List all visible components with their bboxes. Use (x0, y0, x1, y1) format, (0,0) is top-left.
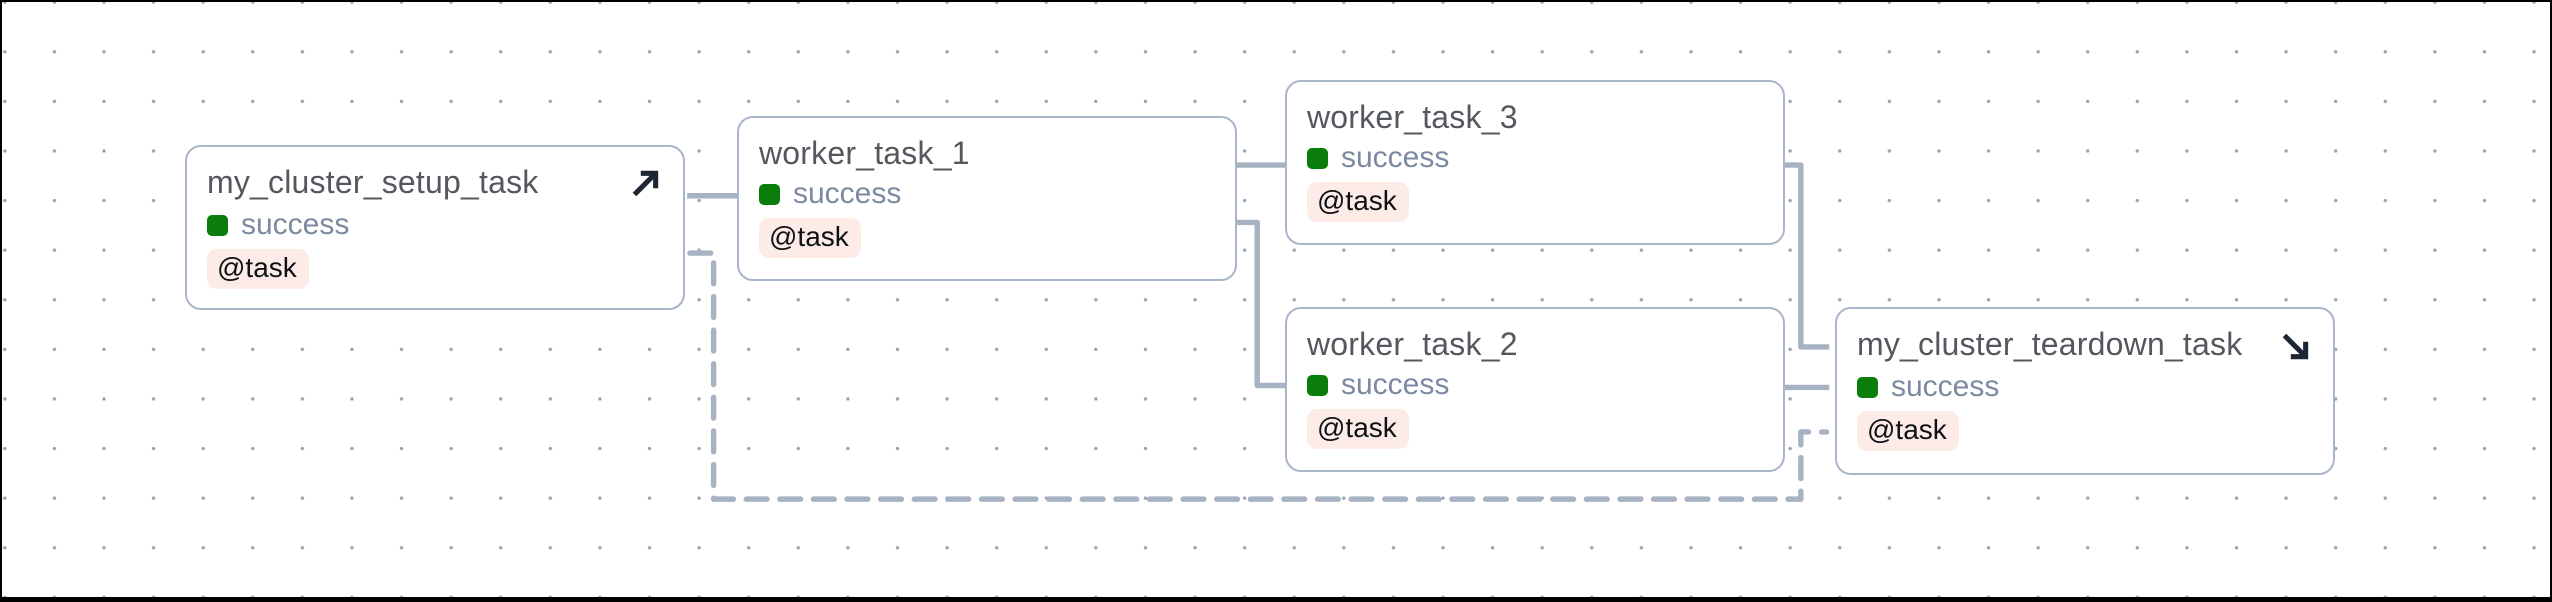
task-state-row: success (759, 177, 1215, 210)
task-node-worker_task_3[interactable]: worker_task_3 success @task (1285, 80, 1785, 245)
edge-my_cluster_setup_task-to-my_cluster_teardown_task (687, 250, 1830, 502)
task-badge-row: @task (207, 249, 663, 289)
success-state-square (759, 183, 780, 205)
success-state-square (1857, 376, 1878, 398)
task-state-row: success (1307, 141, 1763, 174)
task-state-row: success (1857, 370, 2313, 403)
task-decorator-badge: @task (1307, 182, 1409, 222)
task-title-row: my_cluster_setup_task (207, 164, 663, 202)
task-state-label: success (1891, 370, 2000, 403)
task-state-label: success (1341, 141, 1450, 174)
task-badge-row: @task (1857, 411, 2313, 451)
task-decorator-badge: @task (207, 249, 309, 289)
edge-worker_task_1-to-worker_task_2 (1232, 219, 1286, 389)
success-state-square (1307, 147, 1328, 169)
task-state-row: success (1307, 368, 1763, 401)
task-badge-row: @task (1307, 182, 1763, 222)
task-node-worker_task_1[interactable]: worker_task_1 success @task (737, 116, 1237, 281)
task-badge-row: @task (759, 218, 1215, 258)
task-state-label: success (793, 177, 902, 210)
task-title-row: worker_task_1 (759, 135, 1215, 171)
task-state-row: success (207, 208, 663, 241)
task-badge-row: @task (1307, 409, 1763, 449)
task-node-worker_task_2[interactable]: worker_task_2 success @task (1285, 307, 1785, 472)
success-state-square (207, 214, 228, 236)
task-name: worker_task_2 (1307, 326, 1518, 362)
task-title-row: worker_task_2 (1307, 326, 1763, 362)
task-node-my_cluster_setup_task[interactable]: my_cluster_setup_task success @task (185, 145, 685, 310)
task-state-label: success (241, 208, 350, 241)
task-title-row: my_cluster_teardown_task (1857, 326, 2313, 364)
teardown-arrow-icon (2282, 333, 2309, 360)
task-name: worker_task_3 (1307, 99, 1518, 135)
setup-arrow-icon (632, 170, 659, 197)
task-name: my_cluster_setup_task (207, 164, 539, 200)
edge-worker_task_3-to-my_cluster_teardown_task (1774, 162, 1830, 350)
task-state-label: success (1341, 368, 1450, 401)
task-name: my_cluster_teardown_task (1857, 326, 2243, 362)
task-name: worker_task_1 (759, 135, 970, 171)
task-decorator-badge: @task (1857, 411, 1959, 451)
task-title-row: worker_task_3 (1307, 99, 1763, 135)
task-decorator-badge: @task (1307, 409, 1409, 449)
task-decorator-badge: @task (759, 218, 861, 258)
success-state-square (1307, 374, 1328, 396)
task-node-my_cluster_teardown_task[interactable]: my_cluster_teardown_task success @task (1835, 307, 2335, 475)
